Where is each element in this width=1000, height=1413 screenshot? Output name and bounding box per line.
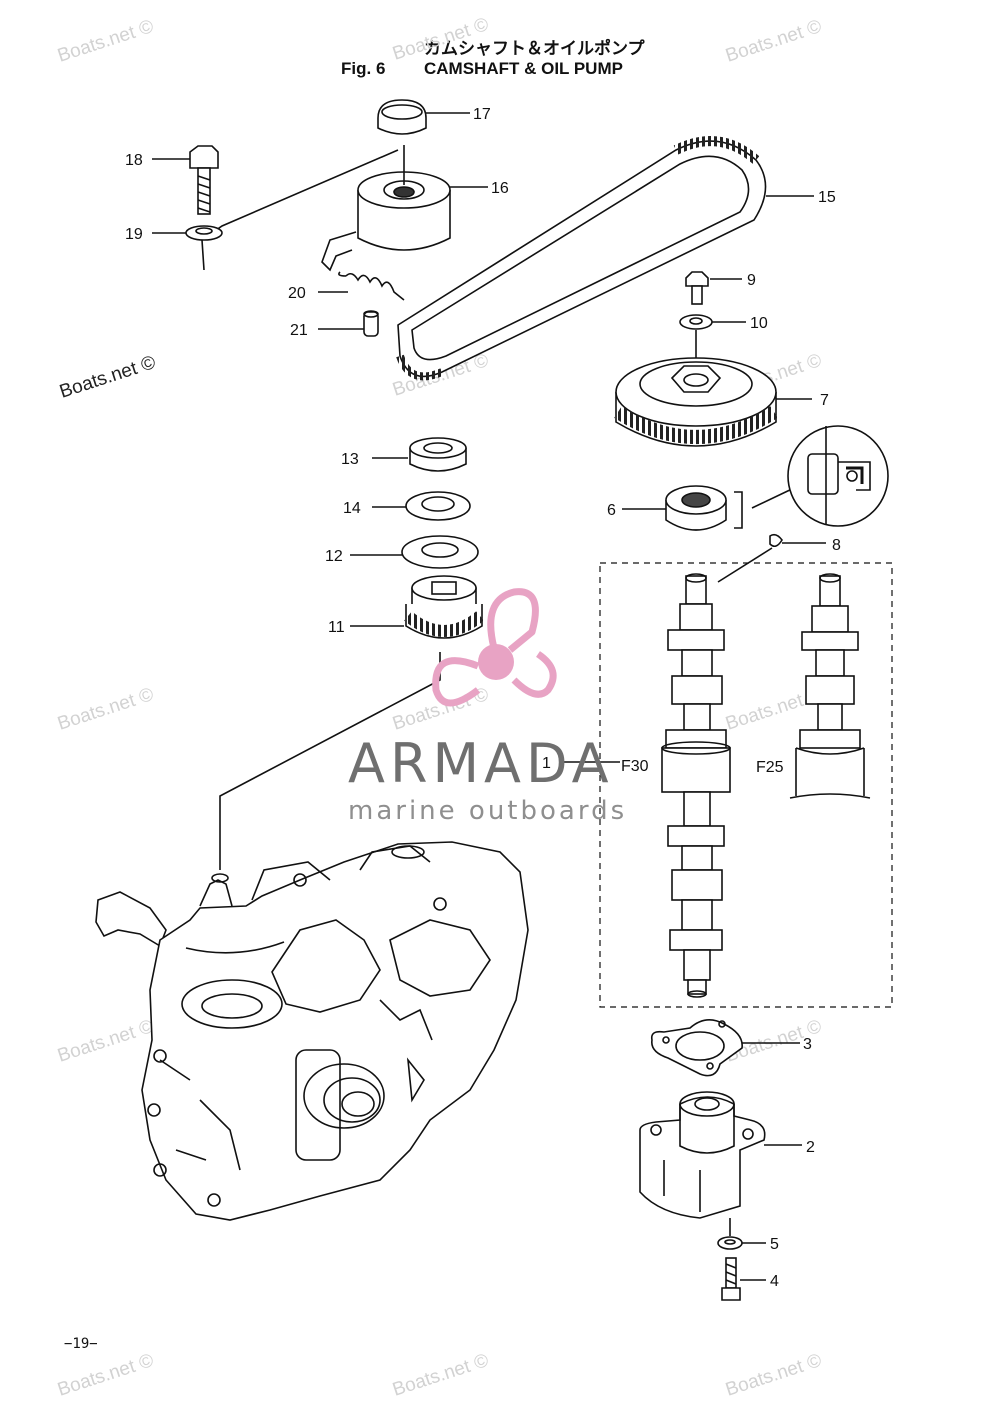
callout-9: 9 bbox=[747, 272, 756, 289]
part-9-bolt bbox=[685, 271, 709, 305]
engine-block bbox=[95, 841, 529, 1221]
part-1-camshaft-f30 bbox=[661, 573, 731, 998]
part-10-washer bbox=[679, 314, 713, 330]
variant-label-f30: F30 bbox=[621, 758, 649, 775]
part-2-oil-pump bbox=[639, 1091, 766, 1219]
figure-title: CAMSHAFT & OIL PUMP bbox=[424, 59, 623, 78]
callout-17: 17 bbox=[473, 106, 491, 123]
part-20-spring bbox=[338, 271, 405, 301]
watermark: Boats.net © bbox=[390, 1350, 491, 1401]
armada-brand-tagline: marine outboards bbox=[348, 796, 628, 826]
part-17-cap bbox=[377, 99, 427, 135]
part-16-tensioner-pulley bbox=[321, 171, 451, 272]
callout-12: 12 bbox=[325, 548, 343, 565]
watermark: Boats.net © bbox=[55, 684, 156, 735]
callout-11: 11 bbox=[328, 619, 345, 636]
watermark: Boats.net © bbox=[55, 1016, 156, 1067]
callout-8: 8 bbox=[832, 537, 841, 554]
callout-10: 10 bbox=[750, 315, 768, 332]
part-13-nut bbox=[409, 437, 467, 472]
callout-16: 16 bbox=[491, 180, 509, 197]
watermark: Boats.net © bbox=[390, 14, 491, 65]
callout-6: 6 bbox=[607, 502, 616, 519]
part-19-washer bbox=[185, 225, 223, 241]
part-6-oil-seal bbox=[665, 485, 727, 531]
part-8-key bbox=[769, 533, 783, 548]
part-7-cam-pulley bbox=[614, 357, 778, 447]
callout-14: 14 bbox=[343, 500, 361, 517]
callout-20: 20 bbox=[288, 285, 306, 302]
part-5-washer bbox=[717, 1236, 743, 1250]
callout-2: 2 bbox=[806, 1139, 815, 1156]
callout-21: 21 bbox=[290, 322, 308, 339]
variant-box bbox=[599, 562, 893, 1008]
seal-detail-inset bbox=[787, 425, 889, 527]
callout-3: 3 bbox=[803, 1036, 812, 1053]
title-japanese: カムシャフト＆オイルポンプ bbox=[424, 39, 645, 59]
camshaft-f25 bbox=[789, 573, 871, 799]
part-11-crank-pulley bbox=[404, 575, 484, 639]
watermark: Boats.net © bbox=[55, 1350, 156, 1401]
callout-4: 4 bbox=[770, 1273, 779, 1290]
callout-18: 18 bbox=[125, 152, 143, 169]
variant-label-f25: F25 bbox=[756, 759, 784, 776]
part-3-gasket bbox=[650, 1019, 743, 1077]
part-18-bolt bbox=[189, 145, 219, 215]
callout-1: 1 bbox=[542, 755, 551, 772]
callout-13: 13 bbox=[341, 451, 359, 468]
callout-7: 7 bbox=[820, 392, 829, 409]
armada-logo-propeller-icon bbox=[432, 588, 557, 707]
callout-5: 5 bbox=[770, 1236, 779, 1253]
watermark: Boats.net © bbox=[57, 352, 158, 403]
callout-19: 19 bbox=[125, 226, 143, 243]
callout-labels: 1 2 3 4 5 6 7 8 9 10 11 12 13 14 15 16 1… bbox=[125, 106, 841, 1290]
watermark: Boats.net © bbox=[723, 1350, 824, 1401]
figure-label: Fig. 6 bbox=[341, 59, 386, 78]
part-21-pin bbox=[363, 310, 379, 337]
part-14-washer bbox=[405, 491, 471, 521]
watermark: Boats.net © bbox=[55, 16, 156, 67]
part-4-bolt bbox=[721, 1257, 741, 1301]
callout-15: 15 bbox=[818, 189, 836, 206]
armada-brand-name: ARMADA bbox=[348, 732, 614, 795]
part-15-timing-belt bbox=[396, 136, 767, 381]
watermark: Boats.net © bbox=[723, 16, 824, 67]
part-12-washer bbox=[401, 535, 479, 569]
page-number: −19− bbox=[64, 1336, 98, 1352]
